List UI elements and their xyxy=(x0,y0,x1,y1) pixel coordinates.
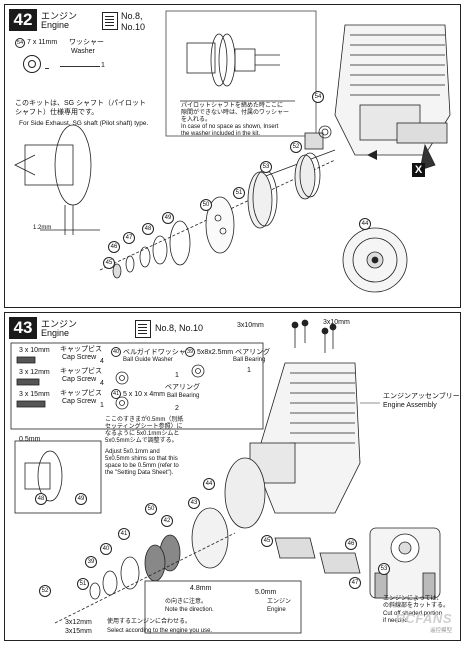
part-name-en-3x15: Cap Screw xyxy=(62,398,97,405)
part-tag-44: 44 xyxy=(359,218,371,230)
note-sg-jp: このキットは、SG シャフト（パイロット シャフト）仕様専用です。 xyxy=(15,100,147,116)
step-title-jp: エンジン xyxy=(41,11,78,21)
washer-qty-line xyxy=(60,66,100,67)
washer-name-en: Washer xyxy=(71,48,95,55)
washer-size: 7 x 11mm xyxy=(27,39,58,46)
part-name-en-40: Ball Guide Washer xyxy=(123,357,173,363)
engine-assembly-en: Engine Assembly xyxy=(383,402,437,409)
engine-label-en: Engine xyxy=(267,607,286,613)
manual-reference-label: No.8, No.10 xyxy=(155,323,204,333)
part-tag-39: 39 xyxy=(85,556,97,568)
watermark: RCFANS 遥控模型 xyxy=(395,611,452,634)
part-qty-3x12: 4 xyxy=(100,380,104,387)
part-size-3x15: 3 x 15mm xyxy=(19,391,50,398)
washer-name-jp: ワッシャー xyxy=(69,39,104,46)
step-number: 43 xyxy=(9,317,37,339)
part-tag-42: 42 xyxy=(161,515,173,527)
part-tag-47: 47 xyxy=(349,577,361,589)
part-qty-40: 1 xyxy=(175,372,179,379)
part-40: 40 ベルガイドワッシャー xyxy=(111,347,193,357)
part-tag-53: 53 xyxy=(260,161,272,173)
note-direction-en: Note the direction. xyxy=(165,607,214,613)
note-gap-en: Adjust 5x0.1mm and 5x0.5mm shims so that… xyxy=(105,449,179,476)
part-size-3x12: 3 x 12mm xyxy=(19,369,50,376)
step-title-en: Engine xyxy=(41,328,70,338)
manual-reference-icon xyxy=(135,320,151,338)
part-tag-45: 45 xyxy=(261,535,273,547)
step-title-en: Engine xyxy=(41,20,70,30)
note-cut-en: Cut off shaded portion if needed. xyxy=(383,611,442,624)
part-name-jp-3x15: キャップビス xyxy=(60,390,102,397)
part-41: 41 5 x 10 x 4mm xyxy=(111,389,165,399)
part-tag-48: 48 xyxy=(142,223,154,235)
note-choose-jp: 使用するエンジンに合わせる。 xyxy=(107,619,192,625)
washer-side-view xyxy=(45,68,49,69)
note-shaft-en: In case of no space as shown, Insert the… xyxy=(181,124,279,137)
screw-label-top-right: 3x10mm xyxy=(323,319,350,326)
engine-label-jp: エンジン xyxy=(267,599,292,605)
step-42-panel: 42 エンジン Engine No.8, No.10 54 7 x 11mm ワ… xyxy=(4,4,461,308)
step-42-exploded-diagram xyxy=(14,10,451,293)
washer-illustration xyxy=(23,55,41,73)
part-tag-50: 50 xyxy=(145,503,157,515)
part-size-3x10: 3 x 10mm xyxy=(19,347,50,354)
part-tag-54: 54 xyxy=(312,91,324,103)
part-tag-46: 46 xyxy=(345,538,357,550)
part-tag-49: 49 xyxy=(162,212,174,224)
engine-assembly-jp: エンジンアッセンブリー xyxy=(383,393,460,400)
note-direction-jp: の向きに注意。 xyxy=(165,599,208,605)
part-tag-52: 52 xyxy=(39,585,51,597)
part-qty-41: 2 xyxy=(175,405,179,412)
part-qty-3x15: 1 xyxy=(100,402,104,409)
part-name-en-39: Ball Bearing xyxy=(233,357,266,363)
part-tag-43: 43 xyxy=(188,497,200,509)
part-39: 39 5x8x2.5mm ベアリング xyxy=(185,347,271,357)
part-tag-52: 52 xyxy=(290,141,302,153)
part-tag-53: 53 xyxy=(378,563,390,575)
part-tag-50: 50 xyxy=(200,199,212,211)
part-tag-51: 51 xyxy=(233,187,245,199)
screw-label-bottom-1: 3x12mm xyxy=(65,619,92,626)
part-name-en-3x12: Cap Screw xyxy=(62,376,97,383)
step-43-panel: 43 エンジン Engine No.8, No.10 3 x 10mm キャップ… xyxy=(4,312,461,641)
x-mark: X xyxy=(412,163,425,177)
washer-qty: 1 xyxy=(101,62,105,69)
step-title-jp: エンジン xyxy=(41,319,78,329)
screw-label-top-left: 3x10mm xyxy=(237,322,264,329)
part-name-jp-3x12: キャップビス xyxy=(60,368,102,375)
note-cut-jp: エンジンによっては、 の斜線部をカットする。 xyxy=(383,596,450,609)
manual-reference-icon xyxy=(102,12,118,30)
screw-label-bottom-2: 3x15mm xyxy=(65,628,92,635)
note-choose-en: Select according to the engine you use. xyxy=(107,628,213,634)
dim-5-0mm: 5.0mm xyxy=(255,589,277,596)
part-tag-46: 46 xyxy=(108,241,120,253)
part-name-jp-41: ベアリング xyxy=(165,384,200,391)
dim-4-8mm: 4.8mm xyxy=(190,585,212,592)
part-tag-51: 51 xyxy=(77,578,89,590)
dim-1-2mm-label: 1.2mm xyxy=(33,225,52,231)
part-name-en-3x10: Cap Screw xyxy=(62,354,97,361)
part-tag-49: 49 xyxy=(75,493,87,505)
part-qty-39: 1 xyxy=(247,367,251,374)
part-tag-48: 48 xyxy=(35,493,47,505)
part-name-en-41: Ball Bearing xyxy=(167,393,200,399)
step-number: 42 xyxy=(9,9,37,31)
part-tag-47: 47 xyxy=(123,232,135,244)
step-43-exploded-diagram xyxy=(10,319,441,634)
note-gap-jp: ここのすきまが0.5mm（別紙 セッティングシート参照）に なるように 5x0.… xyxy=(105,417,184,444)
note-shaft-jp: パイロットシャフトを締めた時ここに 隙間ができない時は、付属のワッシャー を入れ… xyxy=(181,103,290,123)
part-qty-3x10: 4 xyxy=(100,358,104,365)
part-tag-45: 45 xyxy=(103,257,115,269)
part-name-jp-3x10: キャップビス xyxy=(60,346,102,353)
part-tag-40: 40 xyxy=(100,543,112,555)
note-sg-en: For Side Exhaust, SG shaft (Pilot shaft)… xyxy=(19,120,149,127)
manual-reference-label: No.8, No.10 xyxy=(121,11,146,32)
part-tag-41: 41 xyxy=(118,528,130,540)
washer-part-id: 54 xyxy=(15,38,25,48)
gap-dim: 0.5mm xyxy=(19,436,41,443)
part-tag-44: 44 xyxy=(203,478,215,490)
